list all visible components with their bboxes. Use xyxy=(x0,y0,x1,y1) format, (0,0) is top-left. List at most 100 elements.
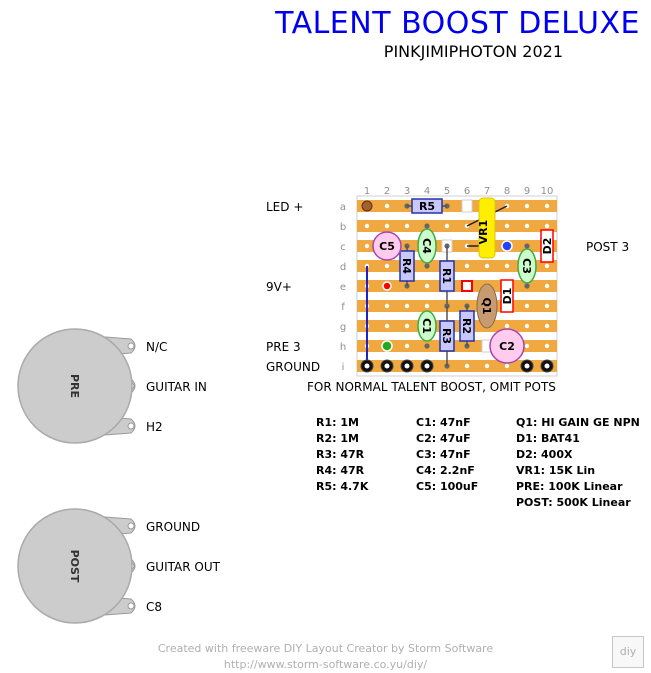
bom-item: D1: BAT41 xyxy=(516,432,580,445)
diagram-subtitle: PINKJIMIPHOTON 2021 xyxy=(383,42,563,61)
strip-hole xyxy=(524,323,530,329)
footer-url[interactable]: http://www.storm-software.co.yu/diy/ xyxy=(223,658,428,671)
bom-item: C3: 47nF xyxy=(416,448,471,461)
ground-terminal-hole xyxy=(424,363,430,369)
led-terminal xyxy=(361,200,373,212)
strip-hole xyxy=(384,223,390,229)
strip-hole xyxy=(544,323,550,329)
strip-hole xyxy=(504,263,510,269)
strip-hole xyxy=(364,223,370,229)
lead-dot xyxy=(424,343,430,349)
vr1-trimmer xyxy=(478,197,496,259)
row-letter: i xyxy=(342,362,345,373)
copper-strip xyxy=(357,220,557,232)
c5-label: C5 xyxy=(379,240,395,253)
track-cut xyxy=(461,199,473,213)
strip-hole xyxy=(404,223,410,229)
row-letter: f xyxy=(341,302,345,313)
d1-label: D1 xyxy=(501,288,514,305)
lead-dot xyxy=(524,243,530,249)
strip-hole xyxy=(444,223,450,229)
c1-capacitor xyxy=(417,310,437,342)
r5-resistor xyxy=(411,198,443,214)
bom-item: R3: 47R xyxy=(316,448,365,461)
square-pad xyxy=(461,280,473,292)
q1-transistor xyxy=(476,283,498,329)
strip-hole xyxy=(544,303,550,309)
omit-pots-note: FOR NORMAL TALENT BOOST, OMIT POTS xyxy=(307,380,556,394)
lead-dot xyxy=(424,263,430,269)
bom-item: D2: 400X xyxy=(516,448,573,461)
diy-logo-icon: diy xyxy=(612,636,644,668)
nine-volt-label: 9V+ xyxy=(266,280,292,294)
bom-item: R2: 1M xyxy=(316,432,359,445)
r4-label: R4 xyxy=(400,258,413,274)
r4-resistor xyxy=(399,250,415,282)
pre-pot-body xyxy=(17,328,133,444)
post-lug3-label: C8 xyxy=(146,600,163,614)
column-number: 1 xyxy=(364,186,370,197)
strip-hole xyxy=(384,303,390,309)
ground-terminal-hole xyxy=(364,363,370,369)
c4-label: C4 xyxy=(420,238,433,254)
strip-hole xyxy=(544,203,550,209)
pre-lug2-label: GUITAR IN xyxy=(146,380,207,394)
d2-label: D2 xyxy=(541,238,554,255)
strip-hole xyxy=(404,323,410,329)
r3-label: R3 xyxy=(440,328,453,344)
strip-hole xyxy=(464,363,470,369)
strip-hole xyxy=(524,223,530,229)
strip-hole xyxy=(364,243,370,249)
bom-item: C2: 47uF xyxy=(416,432,471,445)
lead-dot xyxy=(424,223,430,229)
post3-terminal xyxy=(501,240,513,252)
r2-resistor xyxy=(459,310,475,342)
bom-item: PRE: 100K Linear xyxy=(516,480,623,493)
c2-label: C2 xyxy=(499,340,515,353)
post-pot-body xyxy=(17,508,133,624)
pre3-terminal xyxy=(381,340,393,352)
bom-item: R5: 4.7K xyxy=(316,480,369,493)
d1-diode xyxy=(500,279,514,313)
ground-label: GROUND xyxy=(266,360,321,374)
row-letter: h xyxy=(340,342,346,353)
strip-hole xyxy=(544,263,550,269)
strip-hole xyxy=(524,303,530,309)
strip-hole xyxy=(404,343,410,349)
strip-hole xyxy=(504,363,510,369)
column-number: 8 xyxy=(504,186,510,197)
post-lug1-label: GROUND xyxy=(146,520,201,534)
column-number: 5 xyxy=(444,186,450,197)
pre-lug-hole xyxy=(127,342,135,350)
column-number: 4 xyxy=(424,186,430,197)
bom-item: R4: 47R xyxy=(316,464,365,477)
bom-resistors: R1: 1M R2: 1M R3: 47R R4: 47R R5: 4.7K xyxy=(316,415,368,495)
post-lug-hole xyxy=(127,602,135,610)
bom-item: POST: 500K Linear xyxy=(516,496,631,509)
led-plus-label: LED + xyxy=(266,200,304,214)
strip-hole xyxy=(544,283,550,289)
bom-others: Q1: HI GAIN GE NPN D1: BAT41 D2: 400X VR… xyxy=(516,415,640,511)
bom-item: C1: 47nF xyxy=(416,416,471,429)
column-number: 6 xyxy=(464,186,470,197)
ground-terminal-hole xyxy=(404,363,410,369)
ground-terminal-hole xyxy=(384,363,390,369)
row-letter: a xyxy=(340,202,346,213)
bom-item: C4: 2.2nF xyxy=(416,464,475,477)
strip-hole xyxy=(544,223,550,229)
column-number: 3 xyxy=(404,186,410,197)
r5-label: R5 xyxy=(419,200,435,213)
ground-terminal-hole xyxy=(524,363,530,369)
pre-lug-hole xyxy=(127,422,135,430)
footer-credit: Created with freeware DIY Layout Creator… xyxy=(157,642,494,655)
strip-hole xyxy=(524,203,530,209)
column-number: 9 xyxy=(524,186,530,197)
c2-capacitor xyxy=(489,328,525,364)
diagram-title: TALENT BOOST DELUXE xyxy=(275,6,640,41)
strip-hole xyxy=(384,203,390,209)
row-letter: g xyxy=(340,322,346,333)
column-number: 7 xyxy=(484,186,490,197)
